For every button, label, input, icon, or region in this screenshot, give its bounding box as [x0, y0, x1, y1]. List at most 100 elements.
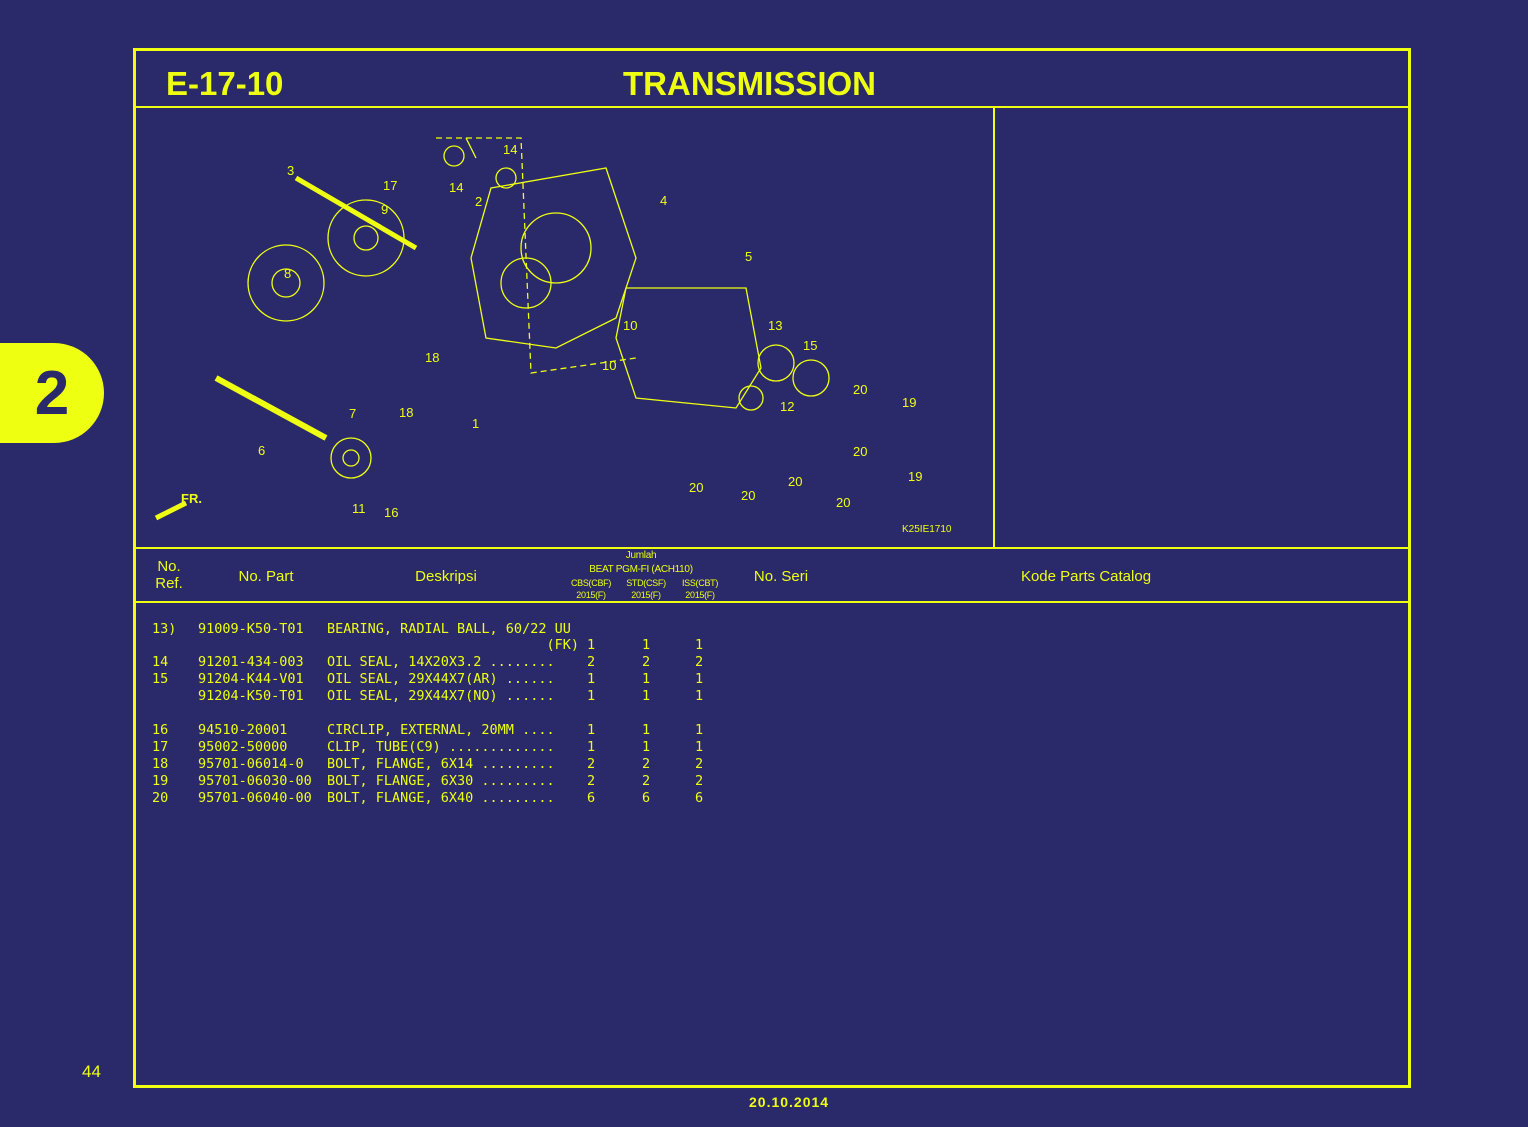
section-code: E-17-10	[166, 65, 284, 102]
callout-number: 3	[287, 163, 294, 178]
row-qty: 2	[695, 773, 704, 789]
row-qty: 2	[642, 756, 651, 772]
exploded-diagram: 3 17 9 14 14 2 4 5 8 10 13 15 18 10 20 19 7 18 1 12 6 20 20 20 2…	[154, 137, 952, 535]
row-desc: CIRCLIP, EXTERNAL, 20MM ....	[327, 722, 555, 738]
col-no-ref: No. Ref.	[155, 558, 183, 592]
row-qty: 6	[642, 790, 651, 806]
row-qty: 6	[695, 790, 704, 806]
row-desc: OIL SEAL, 29X44X7(AR) ......	[327, 671, 555, 687]
row-part: 95701-06014-0	[198, 756, 304, 772]
row-qty: 1	[642, 722, 651, 738]
callout-number: 17	[383, 178, 397, 193]
callout-number: 12	[780, 399, 794, 414]
callout-number: 5	[745, 249, 752, 264]
row-qty: 1	[642, 688, 651, 704]
row-part: 94510-20001	[198, 722, 288, 738]
col-variant-name: CBS(CBF)	[570, 578, 612, 588]
row-ref: 17	[152, 739, 169, 755]
callout-number: 20	[689, 480, 703, 495]
row-qty: 2	[587, 773, 596, 789]
row-desc: BOLT, FLANGE, 6X40 .........	[327, 790, 555, 806]
row-qty: 1	[642, 739, 651, 755]
row-qty: 1	[587, 671, 596, 687]
callout-number: 20	[853, 444, 867, 459]
section-tab: 2	[0, 343, 104, 443]
page-number: 44	[82, 1062, 101, 1081]
callout-number: 7	[349, 406, 356, 421]
callout-number: 15	[803, 338, 817, 353]
callout-number: 2	[475, 194, 482, 209]
callout-number: 10	[602, 358, 616, 373]
col-kode: Kode Parts Catalog	[1020, 568, 1152, 585]
callout-number: 6	[258, 443, 265, 458]
callout-number: 20	[836, 495, 850, 510]
callout-number: 4	[660, 193, 667, 208]
gasket	[615, 287, 762, 409]
footer-date: 20.10.2014	[749, 1094, 830, 1110]
row-qty: 1	[695, 739, 704, 755]
col-deskripsi: Deskripsi	[415, 568, 477, 585]
row-qty: 1	[695, 722, 704, 738]
row-qty: 1	[587, 722, 596, 738]
col-jumlah: Jumlah	[625, 550, 657, 561]
row-qty: 6	[587, 790, 596, 806]
row-ref: 14	[152, 654, 169, 670]
row-qty: 1	[587, 688, 596, 704]
row-qty: 2	[642, 654, 651, 670]
callout-number: 10	[623, 318, 637, 333]
row-ref: 15	[152, 671, 169, 687]
callout-number: 13	[768, 318, 782, 333]
row-desc: CLIP, TUBE(C9) .............	[327, 739, 555, 755]
row-qty: 2	[695, 756, 704, 772]
row-qty: 2	[642, 773, 651, 789]
callout-number: 1	[472, 416, 479, 431]
row-qty: 1	[642, 671, 651, 687]
row-part: 95002-50000	[198, 739, 288, 755]
col-variant-name: STD(CSF)	[626, 578, 666, 588]
crankcase-cover	[470, 167, 637, 349]
callout-number: 11	[352, 501, 366, 516]
diagram-ref-code: K25IE1710	[902, 524, 952, 535]
row-desc: BOLT, FLANGE, 6X14 .........	[327, 756, 555, 772]
row-part: 91009-K50-T01	[198, 621, 304, 637]
callout-number: 19	[902, 395, 916, 410]
divider	[136, 106, 1408, 108]
col-variant-name: ISS(CBT)	[681, 578, 719, 588]
col-model: BEAT PGM-FI (ACH110)	[589, 564, 693, 575]
row-part: 95701-06030-00	[198, 773, 312, 789]
callout-number: 20	[853, 382, 867, 397]
divider	[136, 601, 1408, 603]
row-desc: BEARING, RADIAL BALL, 60/22 UU	[327, 621, 571, 637]
row-ref: 18	[152, 756, 169, 772]
row-ref: 16	[152, 722, 169, 738]
divider	[136, 547, 1408, 549]
callout-number: 18	[425, 350, 439, 365]
front-label: FR.	[181, 491, 202, 506]
callout-number: 20	[741, 488, 755, 503]
row-ref: 20	[152, 790, 169, 806]
row-part: 95701-06040-00	[198, 790, 312, 806]
row-ref: 13)	[152, 621, 177, 637]
row-desc: BOLT, FLANGE, 6X30 .........	[327, 773, 555, 789]
col-variant-year: 2015(F)	[631, 590, 661, 600]
page-title: TRANSMISSION	[623, 65, 877, 102]
row-part: 91204-K44-V01	[198, 671, 304, 687]
row-desc: OIL SEAL, 29X44X7(NO) ......	[327, 688, 555, 704]
row-qty: 1	[695, 671, 704, 687]
row-qty: 1	[587, 637, 596, 653]
callout-number: 19	[908, 469, 922, 484]
col-variant-year: 2015(F)	[685, 590, 715, 600]
callout-number: 18	[399, 405, 413, 420]
row-qty: 1	[695, 688, 704, 704]
callout-number: 14	[449, 180, 463, 195]
row-qty: 1	[642, 637, 651, 653]
callout-number: 8	[284, 266, 291, 281]
row-part: 91201-434-003	[198, 654, 304, 670]
col-no-part: No. Part	[238, 568, 294, 585]
callout-number: 14	[503, 142, 517, 157]
row-qty: 1	[587, 739, 596, 755]
case-outline	[436, 137, 637, 374]
callout-number: 9	[381, 202, 388, 217]
row-ref: 19	[152, 773, 169, 789]
